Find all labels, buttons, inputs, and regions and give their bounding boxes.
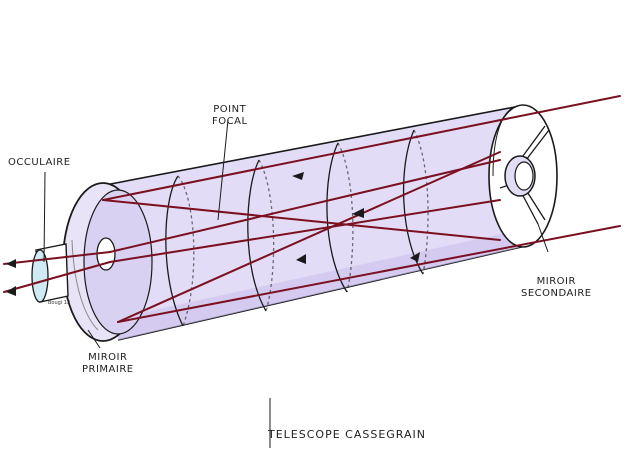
label-oculaire: OCCULAIRE: [8, 157, 71, 168]
secondary-mirror: [504, 155, 536, 197]
label-point-focal-line2: FOCAL: [212, 116, 248, 127]
ray-arrowheads: [6, 172, 420, 296]
diagram-caption: TELESCOPE CASSEGRAIN: [268, 428, 426, 441]
label-point-focal-line1: POINT: [213, 104, 247, 115]
label-miroir-secondaire: MIROIR SECONDAIRE: [521, 276, 592, 300]
leader-lines: [43, 119, 549, 448]
label-miroir-secondaire-line1: MIROIR: [536, 276, 576, 287]
label-miroir-primaire-line1: MIROIR: [88, 352, 128, 363]
label-point-focal: POINT FOCAL: [212, 104, 248, 128]
light-rays: [3, 95, 621, 323]
tube-rings: [165, 129, 429, 327]
primary-mirror: [62, 182, 153, 342]
eyepiece: [31, 243, 69, 303]
label-miroir-secondaire-line2: SECONDAIRE: [521, 288, 592, 299]
telescope-tube: [99, 105, 531, 341]
label-miroir-primaire-line2: PRIMAIRE: [82, 364, 134, 375]
label-miroir-primaire: MIROIR PRIMAIRE: [82, 352, 134, 376]
artist-signature: Bougi 12: [48, 300, 71, 306]
